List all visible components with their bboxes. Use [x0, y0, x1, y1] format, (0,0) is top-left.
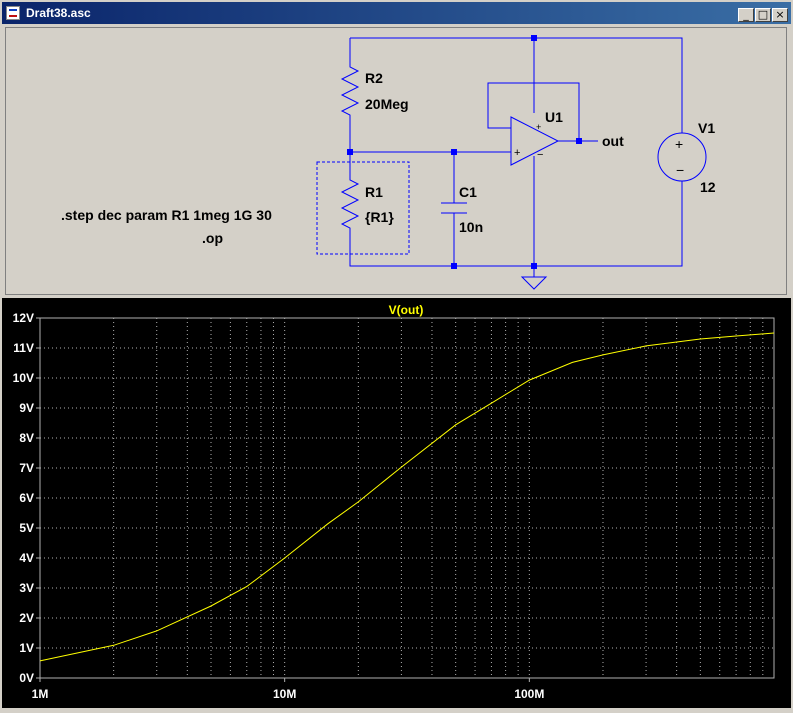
y-tick-label: 6V: [19, 491, 34, 505]
junction-dot: [576, 138, 582, 144]
y-tick-label: 12V: [13, 311, 34, 325]
ground-symbol[interactable]: [520, 276, 548, 290]
close-button[interactable]: ×: [772, 8, 788, 22]
y-tick-label: 9V: [19, 401, 34, 415]
opamp-minus-sign: −: [537, 149, 543, 161]
opamp-plus-sign: +: [514, 147, 520, 159]
maximize-button[interactable]: □: [755, 8, 771, 22]
trace-v-out[interactable]: [39, 332, 775, 662]
v1-value-label[interactable]: 12: [700, 179, 716, 195]
r2-resistor[interactable]: [340, 63, 360, 119]
r2-name-label[interactable]: R2: [365, 70, 383, 86]
v1-plus-sign: +: [675, 136, 683, 152]
op-directive[interactable]: .op: [202, 230, 223, 246]
schematic-canvas[interactable]: + + − + − R2 20Meg R1 {R1} C1 10n U1 out…: [6, 28, 786, 294]
u1-opamp[interactable]: [510, 116, 560, 166]
junction-dot: [531, 35, 537, 41]
c1-value-label[interactable]: 10n: [459, 219, 483, 235]
junction-dot: [451, 263, 457, 269]
minimize-button[interactable]: _: [738, 8, 754, 22]
x-tick-label: 1M: [32, 687, 49, 701]
junction-dot: [347, 149, 353, 155]
step-directive[interactable]: .step dec param R1 1meg 1G 30: [61, 207, 272, 223]
v1-source[interactable]: [657, 132, 707, 182]
y-tick-label: 8V: [19, 431, 34, 445]
y-tick-label: 11V: [13, 341, 34, 355]
title-bar[interactable]: Draft38.asc _ □ ×: [2, 2, 791, 24]
y-tick-label: 2V: [19, 611, 34, 625]
plot-frame: [39, 317, 775, 679]
junction-dot: [451, 149, 457, 155]
schematic-pane[interactable]: + + − + − R2 20Meg R1 {R1} C1 10n U1 out…: [5, 27, 787, 295]
opamp-vplus-sign: +: [536, 122, 541, 132]
y-tick-label: 10V: [13, 371, 34, 385]
y-tick-label: 5V: [19, 521, 34, 535]
r1-value-label[interactable]: {R1}: [365, 209, 394, 225]
wire-top-rail: [350, 37, 683, 133]
x-tick-label: 100M: [514, 687, 544, 701]
u1-name-label[interactable]: U1: [545, 109, 563, 125]
v1-name-label[interactable]: V1: [698, 120, 715, 136]
schematic-app-icon: [6, 6, 20, 20]
wire-bottom-rail: [349, 181, 683, 267]
y-tick-label: 7V: [19, 461, 34, 475]
y-tick-label: 1V: [19, 641, 34, 655]
wire-feedback: [487, 82, 580, 141]
y-tick-label: 4V: [19, 551, 34, 565]
junction-dot: [531, 263, 537, 269]
r1-resistor[interactable]: [340, 176, 360, 232]
trace-title[interactable]: V(out): [389, 303, 424, 317]
r2-value-label[interactable]: 20Meg: [365, 96, 409, 112]
y-tick-label: 3V: [19, 581, 34, 595]
r1-name-label[interactable]: R1: [365, 184, 383, 200]
c1-name-label[interactable]: C1: [459, 184, 477, 200]
v1-minus-sign: −: [676, 162, 684, 178]
out-net-label[interactable]: out: [602, 133, 624, 149]
window-title: Draft38.asc: [26, 6, 91, 20]
r1-selection-box[interactable]: [316, 161, 410, 255]
x-tick-label: 10M: [273, 687, 296, 701]
y-tick-label: 0V: [19, 671, 34, 685]
